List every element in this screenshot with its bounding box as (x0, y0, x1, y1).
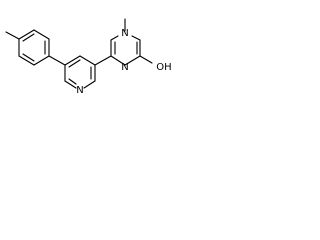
tolyl-ring (18, 29, 50, 66)
molecule-diagram: N N N OH (0, 0, 187, 98)
molecule-structure: N N N OH (5, 18, 172, 96)
pyridine-n-label: N (76, 85, 83, 96)
aryl-pyridine-bond (48, 55, 66, 66)
pyridine-pyrimidine-bond (94, 55, 112, 66)
hydroxyl-label: OH (156, 62, 171, 73)
pyrimidine-n-bottom-label: N (121, 62, 128, 73)
pyrimidine-n-top-label: N (121, 28, 128, 39)
tolyl-methyl-bond (5, 31, 20, 40)
hydroxyl-bond (139, 55, 153, 64)
pyrimidine-ring (110, 35, 141, 66)
pyridine-ring (64, 55, 96, 89)
